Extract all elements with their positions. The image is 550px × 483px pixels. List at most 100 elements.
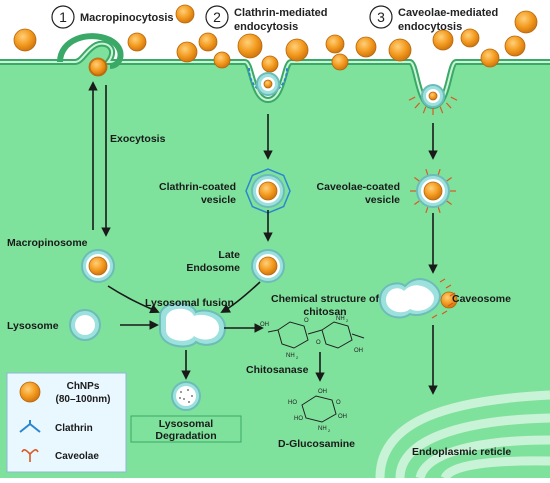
degradation-dot (191, 395, 193, 397)
degradation-dot (179, 397, 181, 399)
clathrin-vesicle-label-1: Clathrin-coated (159, 181, 236, 193)
nanoparticle (263, 79, 273, 89)
degradation-dot (183, 398, 185, 400)
nanoparticle (428, 91, 438, 101)
legend: ChNPs (80–100nm) Clathrin Caveolae (6, 372, 127, 473)
exocytosis-label: Exocytosis (110, 133, 166, 145)
nanoparticle (440, 291, 458, 309)
vesicle (251, 249, 285, 283)
legend-np-line2: (80–100nm) (55, 394, 110, 405)
nanoparticle (388, 38, 412, 62)
pathway-3-label-line2: endocytosis (398, 21, 462, 33)
nanoparticle (127, 32, 147, 52)
caveolae-spike (425, 168, 429, 176)
pathway-3-header: 3 Caveolae-mediated endocytosis (369, 5, 498, 33)
chitosanase-label: Chitosanase (246, 364, 309, 376)
caveolae-vesicle-label-2: vesicle (365, 194, 400, 206)
nanoparticle (325, 34, 345, 54)
membrane-ruffle (57, 33, 124, 69)
late-endosome-label-2: Endosome (186, 262, 240, 274)
legend-caveolae: Caveolae (55, 451, 99, 462)
endosome-to-fusion-arrow (220, 281, 261, 313)
degradation-vesicle (171, 381, 201, 411)
chem-label-nh2: NH (336, 316, 345, 322)
degradation-dot (180, 391, 182, 393)
vesicle (81, 249, 115, 283)
chem-label-sub2-c: 2 (328, 428, 331, 433)
chem-structure-label-2: chitosan (303, 306, 346, 318)
nanoparticle (89, 58, 107, 76)
caveosome (378, 278, 442, 319)
chem-label-oh-c: OH (318, 389, 327, 395)
endoplasmic-reticulum (375, 390, 550, 481)
lysosome-lumen (75, 315, 95, 335)
chem-label-oh: OH (260, 322, 269, 328)
nanoparticle (423, 181, 443, 201)
pathway-arrows (88, 81, 438, 395)
nanoparticle (460, 28, 480, 48)
nanoparticle (13, 28, 37, 52)
chitosan-annotations: OH O NH 2 NH 2 O OH (260, 316, 363, 360)
pathway-2-label-line2: endocytosis (234, 21, 298, 33)
caveolae-spike (437, 206, 441, 214)
chem-label-o-c: O (336, 400, 341, 406)
caveolae-spike (414, 102, 421, 109)
chem-label-ho-b: HO (294, 416, 303, 422)
nanoparticle (175, 4, 195, 24)
late-endosome-label-1: Late (218, 249, 240, 261)
nanoparticle (198, 32, 218, 52)
caveolae-spike (445, 102, 452, 109)
pathway-1-number: 1 (59, 9, 67, 25)
nanoparticle (88, 256, 108, 276)
caveolae-vesicle-label-1: Caveolae-coated (317, 181, 400, 193)
extracellular-nanoparticles (13, 4, 538, 77)
nanoparticle-legend-icon (19, 381, 41, 403)
chem-label-sub2: 2 (346, 318, 349, 323)
chem-structure-label-1: Chemical structure of (271, 293, 379, 305)
nanoparticle (331, 53, 349, 71)
lysosome (69, 309, 101, 341)
caveolae-spike (439, 106, 444, 114)
glucosamine-annotations: HO HO OH OH NH 2 O (288, 389, 347, 433)
nanoparticle (480, 48, 500, 68)
vesicle (410, 168, 456, 214)
nanoparticle (514, 10, 538, 34)
clathrin-vesicle-label-2: vesicle (201, 194, 236, 206)
chem-label-sub2-b: 2 (296, 355, 299, 360)
caveolae-spike (447, 302, 454, 307)
caveolae-spike (446, 176, 452, 182)
lysosome-label: Lysosome (7, 320, 59, 332)
chem-label-nh2-c: NH (318, 426, 327, 432)
d-glucosamine-label: D-Glucosamine (278, 438, 355, 450)
chem-label-oh-d: OH (338, 414, 347, 420)
pathway-2-header: 2 Clathrin-mediated endocytosis (205, 5, 328, 33)
pathway-3-label-line1: Caveolae-mediated (398, 7, 498, 19)
pathway-2-label-line1: Clathrin-mediated (234, 7, 328, 19)
caveolae-spike (437, 168, 441, 176)
caveolae-spike (439, 278, 446, 283)
pathway-1-label: Macropinocytosis (80, 12, 174, 24)
nanoparticle (258, 181, 278, 201)
nanoparticle (258, 256, 278, 276)
caveolae-spike (441, 310, 448, 315)
nanoparticle (285, 38, 309, 62)
caveolae-spike (414, 200, 420, 206)
macropinosome-label: Macropinosome (7, 237, 88, 249)
vesicle (245, 168, 291, 214)
degradation-label-1: Lysosomal (159, 418, 214, 430)
nanoparticle (237, 33, 263, 59)
vesicle (421, 84, 445, 108)
legend-np-line1: ChNPs (67, 381, 100, 392)
degradation-label-2: Degradation (155, 430, 216, 442)
caveolae-spike (431, 314, 438, 319)
caveolae-pit-coat (408, 96, 458, 115)
chem-label-oh-b: OH (354, 348, 363, 354)
chem-label-o-b: O (316, 340, 321, 346)
nanoparticle (176, 41, 198, 63)
degradation-dot (187, 389, 189, 391)
legend-clathrin: Clathrin (55, 423, 93, 434)
pathway-3-number: 3 (377, 9, 385, 25)
chitosan-structure (267, 321, 365, 349)
caveolae-spike (422, 106, 427, 114)
caveosome-coat (431, 278, 456, 319)
